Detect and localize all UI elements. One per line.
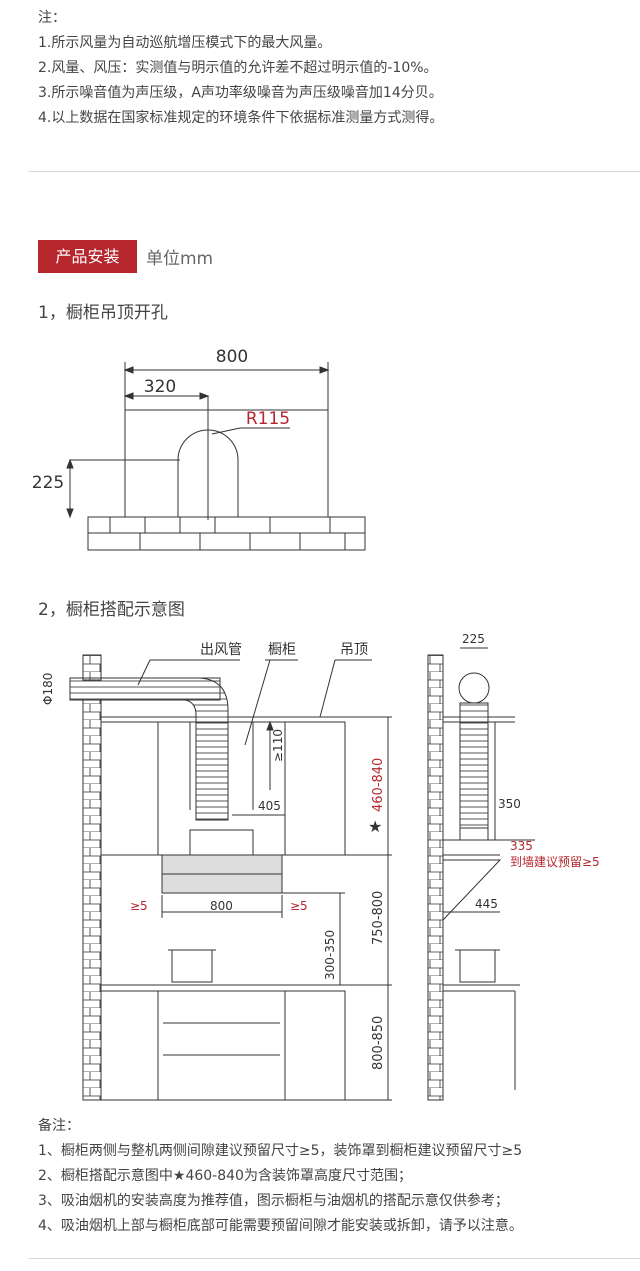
label-side-445: 445 xyxy=(475,897,498,911)
label-h800: 800-850 xyxy=(371,1016,386,1070)
label-gap-left: ≥5 xyxy=(130,899,148,913)
section-badge: 产品安装 xyxy=(38,240,137,273)
cabinet-matching-diagram: 出风管 橱柜 吊顶 Φ180 ≥110 405 460-840 ★ ≥5 800… xyxy=(41,632,600,1101)
d1-offset-label: 320 xyxy=(144,377,176,397)
diagram1-title: 1，橱柜吊顶开孔 xyxy=(38,303,168,323)
bottom-notes-title: 备注： xyxy=(38,1118,80,1134)
label-side-335: 335 xyxy=(510,839,533,853)
label-hood-range: 460-840 xyxy=(371,758,386,812)
label-star: ★ xyxy=(368,817,382,836)
label-side-wall: 到墙建议预留≥5 xyxy=(510,855,600,869)
bottom-note-3: 3、吸油烟机的安装高度为推荐值，图示橱柜与油烟机的搭配示意仅供参考； xyxy=(38,1193,509,1209)
ceiling-opening-diagram: 800 320 R115 225 xyxy=(32,347,366,551)
divider-bottom xyxy=(28,1258,640,1259)
label-diameter: Φ180 xyxy=(41,673,55,705)
label-w800: 800 xyxy=(210,899,233,913)
bottom-note-4: 4、吸油烟机上部与橱柜底部可能需要预留间隙才能安装或拆卸，请予以注意。 xyxy=(38,1218,523,1234)
d1-height-label: 225 xyxy=(32,473,64,493)
top-notes: 注： 1.所示风量为自动巡航增压模式下的最大风量。 2.风量、风压：实测值与明示… xyxy=(38,6,443,131)
d1-radius-label: R115 xyxy=(246,409,290,429)
label-cabinet: 橱柜 xyxy=(268,642,296,658)
label-gap110: ≥110 xyxy=(271,729,285,762)
label-h300: 300-350 xyxy=(323,930,337,980)
bottom-notes: 备注： 1、橱柜两侧与整机两侧间隙建议预留尺寸≥5，装饰罩到橱柜建议预留尺寸≥5… xyxy=(38,1114,523,1239)
divider-top xyxy=(28,171,640,172)
diagram2-title: 2，橱柜搭配示意图 xyxy=(38,600,185,620)
label-gap-right: ≥5 xyxy=(290,899,308,913)
section-unit: 单位mm xyxy=(146,249,214,269)
top-note-3: 3.所示噪音值为声压级，A声功率级噪音为声压级噪音加14分贝。 xyxy=(38,85,443,101)
top-note-1: 1.所示风量为自动巡航增压模式下的最大风量。 xyxy=(38,35,332,51)
top-notes-title: 注： xyxy=(38,10,66,26)
label-w405: 405 xyxy=(258,799,281,813)
label-duct: 出风管 xyxy=(200,642,242,658)
top-note-2: 2.风量、风压：实测值与明示值的允许差不超过明示值的-10%。 xyxy=(38,60,438,76)
label-side-top: 225 xyxy=(462,632,485,646)
label-h750: 750-800 xyxy=(371,891,386,945)
label-ceiling: 吊顶 xyxy=(340,642,368,658)
label-side-350: 350 xyxy=(498,797,521,811)
d1-width-label: 800 xyxy=(216,347,248,367)
bottom-note-1: 1、橱柜两侧与整机两侧间隙建议预留尺寸≥5，装饰罩到橱柜建议预留尺寸≥5 xyxy=(38,1143,523,1159)
top-note-4: 4.以上数据在国家标准规定的环境条件下依据标准测量方式测得。 xyxy=(38,110,444,126)
bottom-note-2: 2、橱柜搭配示意图中★460-840为含装饰罩高度尺寸范围； xyxy=(38,1168,412,1184)
